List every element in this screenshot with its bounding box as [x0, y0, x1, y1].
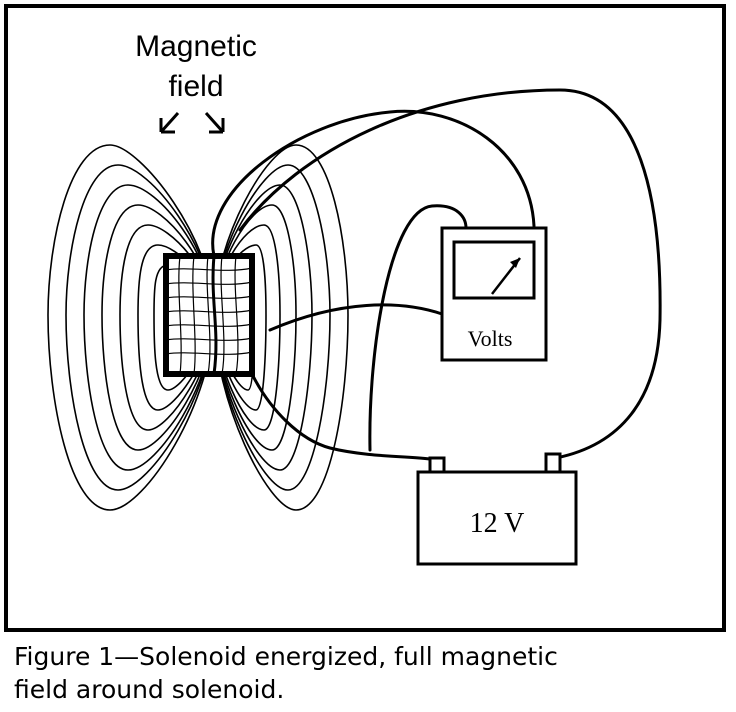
- figure-caption: Figure 1—Solenoid energized, full magnet…: [14, 640, 724, 706]
- caption-line-2: field around solenoid.: [14, 675, 285, 704]
- voltmeter: Volts: [440, 226, 548, 362]
- arrow-down-right-icon: [204, 111, 225, 134]
- magnetic-field-label-line1: Magnetic: [135, 30, 257, 63]
- meter-needle-tip: [510, 258, 520, 268]
- circuit-wires: [211, 88, 662, 462]
- caption-line-1: Figure 1—Solenoid energized, full magnet…: [14, 642, 558, 671]
- meter-dial: [452, 240, 536, 300]
- battery: 12 V: [416, 452, 578, 566]
- magnetic-field-label-line2: field: [168, 70, 223, 103]
- arrow-down-left-icon: [159, 111, 180, 134]
- battery-terminal-left: [428, 456, 446, 474]
- battery-terminal-right: [544, 452, 562, 474]
- meter-label: Volts: [468, 326, 513, 351]
- battery-label: 12 V: [470, 508, 525, 539]
- figure-frame: [4, 4, 726, 632]
- solenoid-coil: [163, 253, 255, 377]
